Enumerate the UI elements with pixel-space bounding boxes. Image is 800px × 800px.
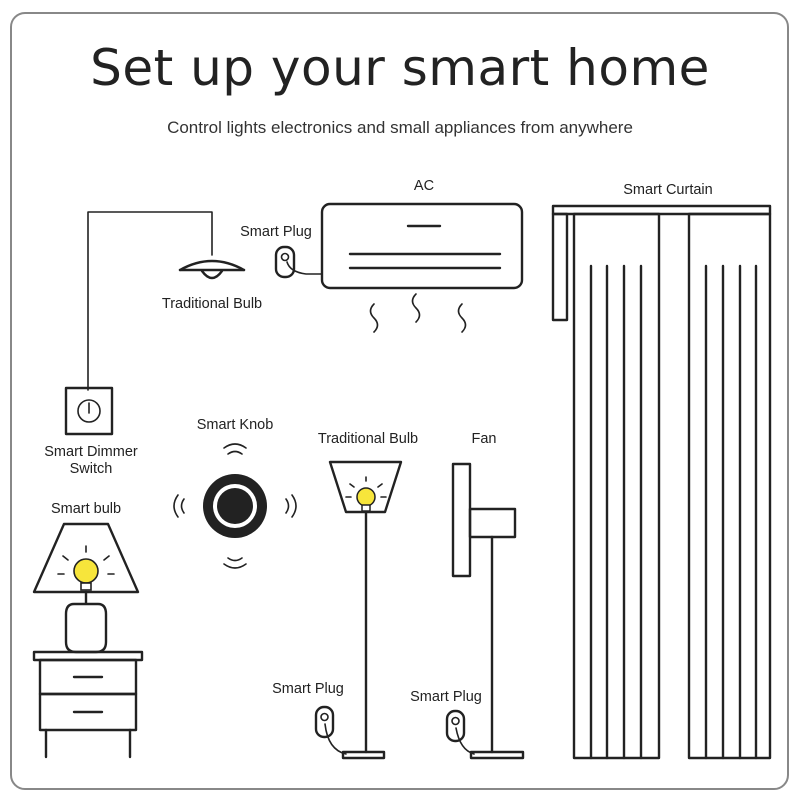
- rotary-knob-icon: [203, 474, 267, 538]
- nightstand-icon: [32, 650, 144, 759]
- fan-icon: [451, 462, 525, 760]
- smart-plug-floor-lamp-label: Smart Plug: [272, 681, 344, 697]
- smart-dimmer-switch-label-line1: Smart Dimmer: [44, 444, 138, 460]
- page-title: Set up your smart home: [90, 39, 710, 97]
- smart-plug-fan-label: Smart Plug: [410, 689, 482, 705]
- smart-plug-ac-icon: [274, 245, 323, 279]
- smart-dimmer-switch-label-line2: Switch: [70, 461, 113, 477]
- traditional-bulb-ceiling-label: Traditional Bulb: [162, 296, 262, 312]
- floor-lamp-icon: [328, 460, 403, 760]
- wireless-signal-icon: [173, 443, 297, 569]
- smart-bulb-label: Smart bulb: [51, 501, 121, 517]
- smart-plug-fan-icon: [445, 709, 475, 755]
- page-subtitle: Control lights electronics and small app…: [167, 118, 633, 137]
- air-conditioner-icon: [320, 202, 524, 333]
- smart-dimmer-switch: [64, 386, 114, 436]
- traditional-bulb-floor-label: Traditional Bulb: [318, 431, 418, 447]
- smart-knob-label: Smart Knob: [197, 417, 274, 433]
- ac-label: AC: [414, 178, 434, 194]
- smart-plug-floor-lamp-icon: [314, 705, 347, 755]
- smart-plug-ac-label: Smart Plug: [240, 224, 312, 240]
- smart-curtain-label: Smart Curtain: [623, 182, 712, 198]
- smart-bulb-lamp-icon: [32, 522, 140, 654]
- fan-label: Fan: [472, 431, 497, 447]
- traditional-bulb-ceiling-icon: [178, 259, 246, 280]
- ceiling-bulb-wiring: [87, 211, 213, 391]
- power-dial-icon: [77, 399, 101, 423]
- outer-frame: [10, 12, 789, 790]
- smart-curtain-icon: [551, 204, 772, 760]
